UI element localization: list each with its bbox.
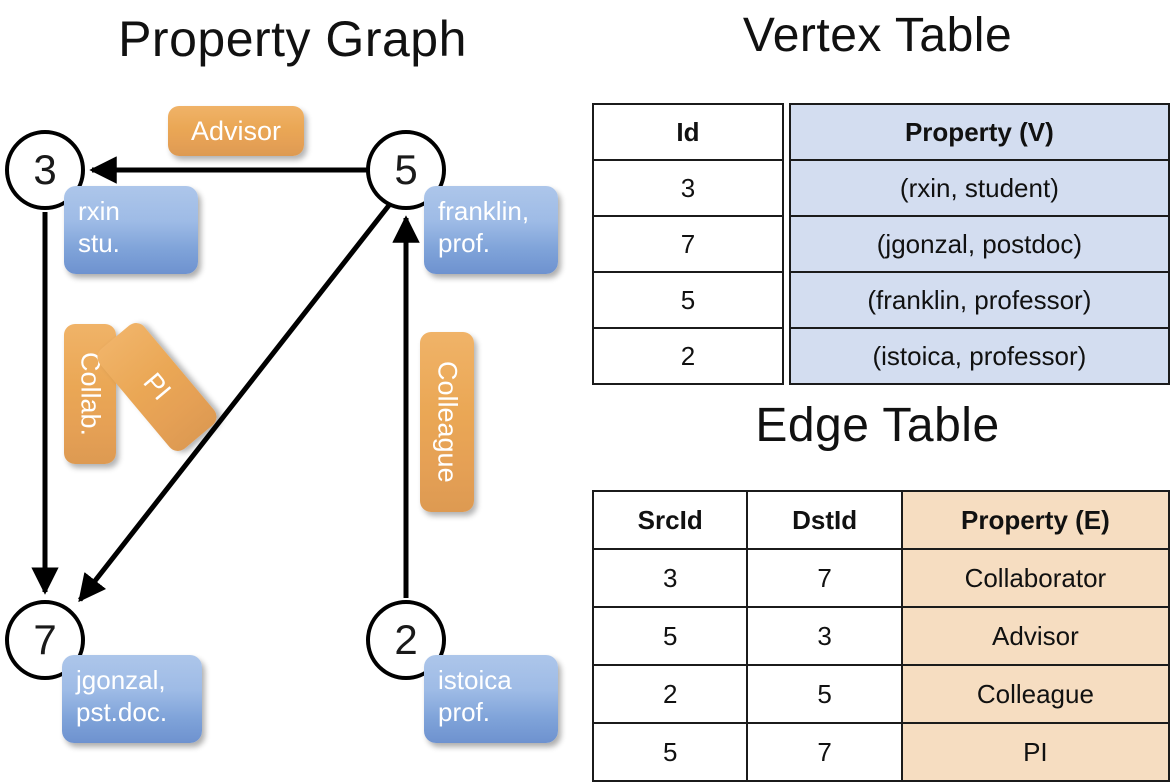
edge-dst-cell: 7: [746, 548, 903, 608]
edge-src-cell: 5: [591, 722, 749, 782]
edge-label-advisor: Advisor: [168, 106, 304, 156]
table-row: 5 3 Advisor: [591, 606, 1170, 666]
vertex-id-cell: 3: [592, 159, 784, 217]
vertex-id-cell: 2: [592, 327, 784, 385]
graph-edges-svg: [31, 156, 420, 603]
table-row: 5 (franklin, professor): [592, 271, 1170, 329]
column-gap: [782, 328, 790, 384]
vertex-property-line2: prof.: [438, 227, 491, 258]
vertex-property-box-2: istoica prof.: [424, 655, 558, 743]
vertex-property-line1: jgonzal,: [76, 665, 166, 695]
vertex-property-cell: (jgonzal, postdoc): [788, 215, 1170, 273]
edge-dst-cell: 7: [746, 722, 903, 782]
edge-label-text: Colleague: [432, 361, 463, 483]
vertex-property-cell: (istoica, professor): [788, 327, 1170, 385]
vertex-property-box-5: franklin, prof.: [424, 186, 558, 274]
property-graph-diagram: 3 5 7 2 rxin stu. franklin, prof. jgonza…: [0, 0, 585, 760]
edge-src-cell: 5: [591, 606, 749, 666]
vertex-property-cell: (rxin, student): [788, 159, 1170, 217]
vertex-table-header-id: Id: [592, 103, 784, 161]
column-gap: [782, 160, 790, 216]
page-title-property-graph: Property Graph: [118, 11, 467, 67]
page-title-vertex-table: Vertex Table: [742, 9, 1013, 62]
vertex-property-line2: stu.: [78, 227, 120, 258]
edge-label-text: PI: [137, 367, 178, 407]
table-row: 2 (istoica, professor): [592, 327, 1170, 385]
vertex-property-box-3: rxin stu.: [64, 186, 198, 274]
vertex-property-box-7: jgonzal, pst.doc.: [62, 655, 202, 743]
table-header-row: Id Property (V): [592, 103, 1170, 161]
table-row: 3 7 Collaborator: [591, 548, 1170, 608]
edge-src-cell: 3: [591, 548, 749, 608]
vertex-id-cell: 5: [592, 271, 784, 329]
edge-property-cell: Colleague: [900, 664, 1170, 724]
edge-property-cell: Advisor: [900, 606, 1170, 666]
edge-dst-cell: 5: [746, 664, 903, 724]
vertex-table: Id Property (V) 3 (rxin, student) 7 (jgo…: [592, 103, 1170, 385]
edge-label-colleague: Colleague: [420, 332, 474, 512]
column-gap: [782, 216, 790, 272]
graph-node-2[interactable]: 2: [366, 600, 446, 680]
table-row: 2 5 Colleague: [591, 664, 1170, 724]
vertex-property-line2: pst.doc.: [76, 696, 168, 727]
vertex-id-cell: 7: [592, 215, 784, 273]
vertex-property-line1: rxin: [78, 196, 120, 226]
edge-5-to-7-pi: [78, 202, 392, 603]
column-gap: [782, 272, 790, 328]
edge-property-cell: PI: [900, 722, 1170, 782]
table-row: 3 (rxin, student): [592, 159, 1170, 217]
edge-src-cell: 2: [591, 664, 749, 724]
page-title-edge-table: Edge Table: [755, 399, 1000, 452]
edge-table-header-srcid: SrcId: [591, 490, 749, 550]
edge-property-cell: Collaborator: [900, 548, 1170, 608]
table-header-row: SrcId DstId Property (E): [591, 490, 1170, 550]
edge-table: SrcId DstId Property (E) 3 7 Collaborato…: [591, 490, 1170, 782]
vertex-property-cell: (franklin, professor): [788, 271, 1170, 329]
vertex-property-line1: franklin,: [438, 196, 530, 226]
column-gap: [782, 104, 790, 160]
edge-table-header-dstid: DstId: [746, 490, 903, 550]
table-row: 5 7 PI: [591, 722, 1170, 782]
edge-table-header-property: Property (E): [900, 490, 1170, 550]
vertex-property-line1: istoica: [438, 665, 512, 695]
graph-node-5[interactable]: 5: [366, 130, 446, 210]
edge-label-text: Advisor: [190, 115, 282, 146]
edge-dst-cell: 3: [746, 606, 903, 666]
vertex-table-header-property: Property (V): [788, 103, 1170, 161]
vertex-property-line2: prof.: [438, 696, 491, 727]
table-row: 7 (jgonzal, postdoc): [592, 215, 1170, 273]
